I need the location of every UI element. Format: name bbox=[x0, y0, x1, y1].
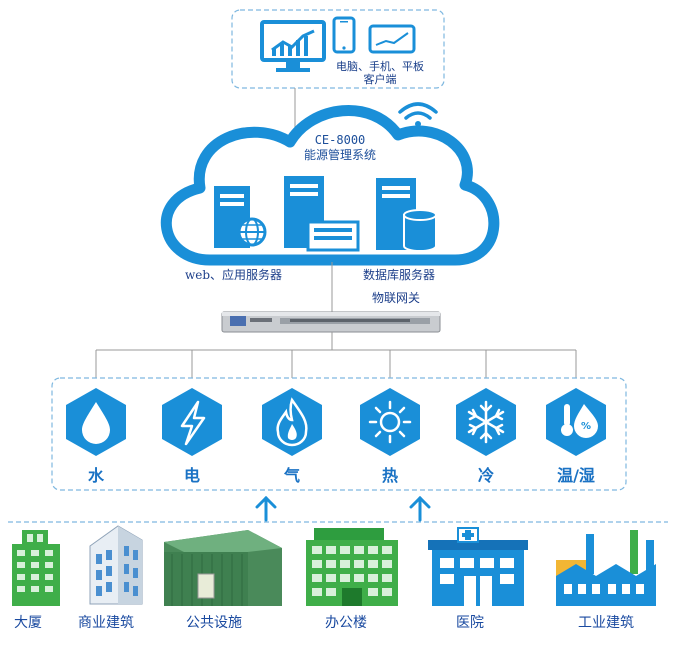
database-server-icon bbox=[376, 178, 437, 252]
monitor-icon bbox=[260, 20, 326, 72]
phone-icon bbox=[332, 16, 356, 54]
tower-building-icon bbox=[12, 530, 60, 606]
building-label-commercial: 商业建筑 bbox=[78, 615, 134, 631]
lightning-icon bbox=[162, 388, 222, 456]
water-drop-icon bbox=[66, 388, 126, 456]
hospital-icon bbox=[428, 527, 528, 606]
building-label-public: 公共设施 bbox=[186, 615, 242, 631]
arrow-up-icon bbox=[255, 495, 277, 522]
system-title: CE-8000 能源管理系统 bbox=[270, 133, 410, 163]
category-label-humidity: 温/湿 bbox=[557, 466, 595, 485]
category-label-heat: 热 bbox=[381, 466, 398, 485]
web-server-icon bbox=[214, 186, 267, 248]
tree-connectors bbox=[95, 332, 577, 378]
gateway-label: 物联网关 bbox=[372, 291, 421, 305]
gateway-device-icon bbox=[221, 311, 441, 333]
sun-icon bbox=[360, 388, 420, 456]
svg-text:%: % bbox=[581, 421, 591, 432]
thermo-humidity-icon: % bbox=[546, 388, 606, 456]
flame-icon bbox=[262, 388, 322, 456]
category-label-gas: 气 bbox=[283, 466, 300, 485]
category-label-power: 电 bbox=[183, 466, 200, 485]
building-label-industrial: 工业建筑 bbox=[578, 615, 634, 631]
web-server-label: web、应用服务器 bbox=[185, 268, 283, 282]
system-model: CE-8000 bbox=[314, 133, 366, 147]
client-label-line2: 客户端 bbox=[363, 73, 397, 86]
client-label-line1: 电脑、手机、平板 bbox=[336, 60, 424, 73]
category-label-cold: 冷 bbox=[477, 466, 494, 485]
building-label-hospital: 医院 bbox=[456, 615, 484, 631]
app-server-icon bbox=[284, 176, 360, 252]
wifi-icon bbox=[398, 102, 438, 127]
arrow-up-icon bbox=[409, 495, 431, 522]
system-name: 能源管理系统 bbox=[303, 148, 376, 162]
client-box bbox=[231, 9, 445, 89]
tablet-icon bbox=[368, 24, 416, 54]
office-building-icon bbox=[306, 528, 398, 606]
commercial-building-icon bbox=[89, 525, 143, 605]
warehouse-icon bbox=[164, 530, 282, 606]
client-label: 电脑、手机、平板 客户端 bbox=[300, 60, 460, 86]
db-server-label: 数据库服务器 bbox=[363, 268, 436, 282]
building-label-office: 办公楼 bbox=[325, 615, 367, 631]
category-label-water: 水 bbox=[87, 466, 104, 485]
factory-icon bbox=[556, 530, 656, 606]
snowflake-icon bbox=[456, 388, 516, 456]
building-label-tower: 大厦 bbox=[14, 615, 42, 631]
